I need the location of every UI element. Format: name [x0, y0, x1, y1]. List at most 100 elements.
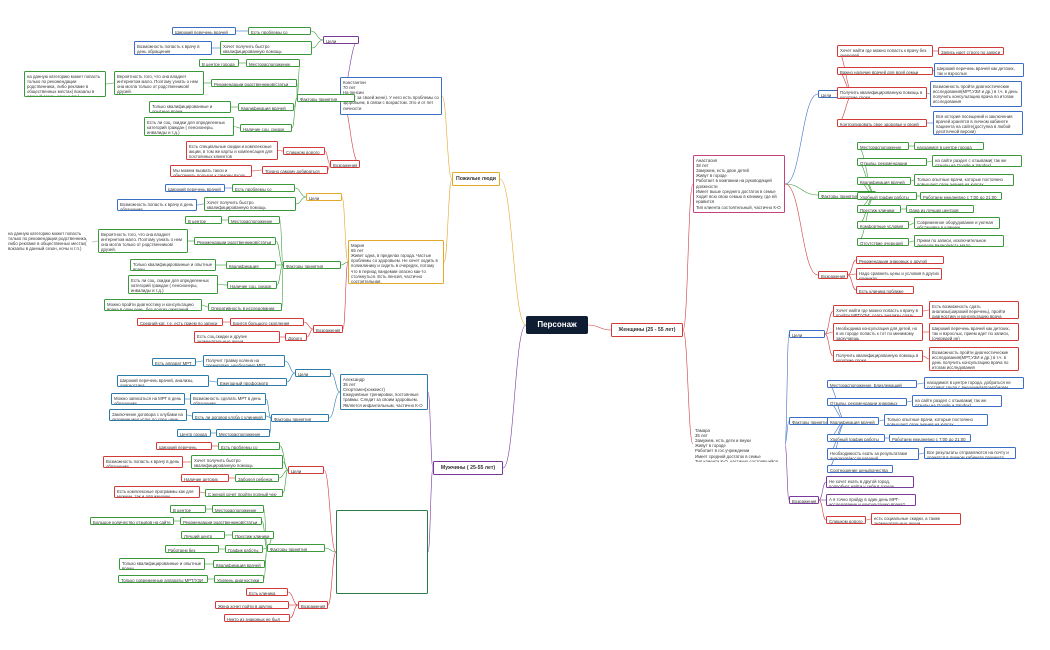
m2-g3[interactable]: Заболел ребенок [235, 474, 279, 482]
an-f2a[interactable]: на сайте раздел с отзывами( так же отзыв… [932, 155, 1022, 167]
k-f1a[interactable]: В центре города [199, 59, 239, 67]
m-f1[interactable]: Месторасположение [228, 216, 280, 224]
an-f6[interactable]: Комфортные условия [857, 221, 909, 229]
an-g4[interactable]: Контролировать свое здоровье и своей сем… [837, 119, 927, 127]
a-f2[interactable]: Есть ли договор клуба с клиникой [192, 412, 266, 420]
t-f4a[interactable]: Работаем ежедневно с 7:00 до 21:00 [889, 434, 971, 442]
m2-f6a[interactable]: Только современные аппараты МРТ/УЗИ [118, 575, 208, 583]
t-o3[interactable]: Слишком дорого [826, 516, 866, 524]
an-f2[interactable]: Отзывы, рекомендации знакомых [857, 158, 927, 166]
k-factors[interactable]: Факторы принятия решения [297, 94, 355, 102]
t-g1a[interactable]: Есть возможность сдать анализы(широкий п… [929, 301, 1019, 319]
t-f3[interactable]: Квалификация врачей [827, 417, 879, 425]
m2-o3[interactable]: Никто из знакомых не был тут [224, 614, 290, 622]
m-factors[interactable]: Факторы принятия решения [283, 261, 341, 269]
m2-g3a[interactable]: Наличие детских врачей [181, 474, 229, 482]
m-f4a[interactable]: Есть ли соц. скидки для определенных кат… [128, 275, 218, 294]
t-g1[interactable]: Хочет найти где можно попасть к врачу в … [833, 305, 923, 317]
t-f5a[interactable]: Все результаты отправляются на почту и х… [924, 447, 1016, 459]
m2-f1a[interactable]: В центре города [170, 505, 206, 513]
an-g2[interactable]: Важно наличие врачей для всей семьи [837, 67, 933, 75]
a-goal[interactable]: Цели обращения [295, 369, 331, 377]
m-g1[interactable]: Есть проблемы со здоровьем [232, 184, 295, 192]
branch-women[interactable]: Женщины (25 - 55 лет) [611, 323, 683, 337]
t-g3[interactable]: Получить квалифицированную помощь в коро… [833, 350, 923, 362]
an-f6a[interactable]: Современное оборудование и уютная обстан… [914, 217, 1000, 229]
t-g3a[interactable]: Возможность пройти диагностические иссле… [929, 347, 1019, 371]
m2-g2a[interactable]: Возможность попасть к врачу в день обращ… [103, 456, 183, 468]
persona-maria[interactable]: Мария 65 лет Живет одна, в пределах горо… [348, 240, 444, 284]
a-g2[interactable]: Ежегодный профосмотр [217, 378, 287, 386]
m2-f3[interactable]: Престиж клиники [232, 531, 274, 539]
m2-f4[interactable]: График работы [225, 545, 263, 553]
branch-elderly[interactable]: Пожилые люди [452, 172, 500, 186]
an-f4[interactable]: Удобный график работы [857, 192, 917, 200]
m2-objections[interactable]: Возражения [298, 601, 328, 609]
m2-g4a[interactable]: Есть комплексные программы как для мужчи… [114, 486, 200, 498]
an-g3a[interactable]: Возможность пройти диагностические иссле… [930, 81, 1022, 107]
persona-anastasia[interactable]: Анастасия 38 лет Замужем, есть двое дете… [693, 155, 785, 213]
m-f4[interactable]: Наличие соц. скидок [227, 281, 277, 289]
branch-men[interactable]: Мужчины ( 25-55 лет) [433, 461, 503, 475]
a-g1a[interactable]: Есть аппарат МРТ [152, 358, 196, 366]
t-o2[interactable]: А я точно пройду в один день МРТ-исследо… [826, 494, 916, 506]
a-f1[interactable]: Возможность сделать МРТ в день обращения [190, 393, 266, 405]
m2-g4[interactable]: С женой хочет пройти полный чек-ап [205, 489, 283, 497]
m-o1[interactable]: Боится большого скопления людей [230, 318, 304, 326]
an-g1a[interactable]: Запись идет строго по записи [938, 47, 1004, 55]
m2-g1a[interactable]: Широкий перечень врачей [156, 442, 212, 450]
m-f3a[interactable]: Только квалифицированные и опытные врачи [130, 259, 216, 271]
m2-o2[interactable]: Жена хочет пойти в другую клинику [215, 601, 289, 609]
a-f3[interactable]: Месторасположение [216, 429, 270, 437]
k-g1a[interactable]: Широкий перечень врачей [172, 27, 236, 35]
k-g1[interactable]: Есть проблемы со здоровьем [248, 27, 311, 35]
an-f1[interactable]: Месторасположение [857, 142, 909, 150]
m2-f6[interactable]: Уровень диагностики [214, 575, 264, 583]
persona-alexander[interactable]: Александр 35 лет Спортсмен(хоккеист) Еже… [340, 374, 428, 410]
an-objections[interactable]: Возражения [818, 271, 848, 279]
an-f5a[interactable]: Одна из лучших центров города [906, 205, 974, 213]
an-f5[interactable]: Престиж клиники [857, 205, 901, 213]
t-f6[interactable]: Соотношение цены/качества [827, 465, 893, 473]
k-f4a[interactable]: Есть ли соц. скидки для определенных кат… [144, 117, 234, 136]
m2-f5[interactable]: Квалификация врачей [213, 560, 265, 568]
m-f2[interactable]: Рекомендации родственников/статьи [194, 237, 276, 245]
t-f4[interactable]: Удобный график работы [827, 434, 885, 442]
m-o2[interactable]: Дорого [285, 333, 307, 341]
an-o1[interactable]: Рекомендации знакомых о другой клинике [856, 256, 944, 264]
an-g1[interactable]: Хочет найти где можно попасть к врачу бе… [837, 45, 933, 57]
an-g3[interactable]: Получить квалифицированную помощь в коро… [837, 87, 927, 99]
t-f1a[interactable]: находимся в центре города, добраться не … [924, 377, 1024, 389]
k-g2a[interactable]: Возможность попасть к врачу в день обращ… [134, 41, 212, 55]
k-objections[interactable]: Возражения [330, 160, 360, 168]
k-f2[interactable]: Рекомендации родственников/статьи [211, 79, 297, 87]
m-goal[interactable]: Цели обращения [306, 193, 342, 201]
t-f2a[interactable]: на сайте раздел с отзывами( так же отзыв… [912, 395, 1002, 407]
m-g2a[interactable]: Возможность попасть к врачу в день обращ… [117, 199, 197, 211]
m2-factors[interactable]: Факторы принятия решения [267, 544, 325, 552]
a-g1[interactable]: Получит травму колена на тренировке, нео… [203, 355, 285, 367]
an-f3a[interactable]: Только опытные врачи, которые постоянно … [914, 174, 1014, 186]
t-f1[interactable]: Месторасположение. Близлежащий город [827, 380, 917, 388]
m-f5[interactable]: Оперативность в исследовании [208, 303, 282, 311]
root-node[interactable]: Персонаж [526, 316, 588, 334]
persona-tamara[interactable]: Тамара 35 лет Замужем, есть дети и внуки… [695, 427, 778, 463]
m-objections[interactable]: Возражения [313, 325, 343, 333]
a-g2a[interactable]: Широкий перечень врачей, анализы, диагно… [117, 375, 209, 387]
k-f2a[interactable]: Вероятность того, что она владеет интерн… [114, 71, 204, 95]
an-o3[interactable]: Есть клиника поближе [856, 286, 914, 294]
m2-f2[interactable]: Рекомендации родственников/статьи [180, 517, 262, 525]
k-goal[interactable]: Цели обращения [323, 36, 359, 44]
k-f4[interactable]: Наличие соц. скидок [240, 124, 292, 132]
k-f1[interactable]: Месторасположение [246, 59, 300, 67]
an-g2a[interactable]: Широкий перечень врачей как детских, так… [934, 63, 1024, 77]
m2-g2[interactable]: Хочет получить быстро квалифицированную … [191, 455, 283, 469]
t-objections[interactable]: Возражения [789, 496, 819, 504]
k-g2[interactable]: Хочет получить быстро квалифицированную … [220, 41, 312, 55]
persona-konstantin[interactable]: Константин 70 лет На пенсии Живет за сво… [340, 77, 442, 115]
m2-f1[interactable]: Месторасположение [212, 505, 264, 513]
m-o1a[interactable]: Средний кат. т.е. есть прием по записи [137, 318, 223, 326]
t-f2[interactable]: Отзывы, рекомендации знакомых [827, 398, 907, 406]
persona-man-2-card[interactable] [336, 510, 428, 594]
an-o2[interactable]: Надо сравнить цены и условия в других кл… [856, 268, 942, 280]
